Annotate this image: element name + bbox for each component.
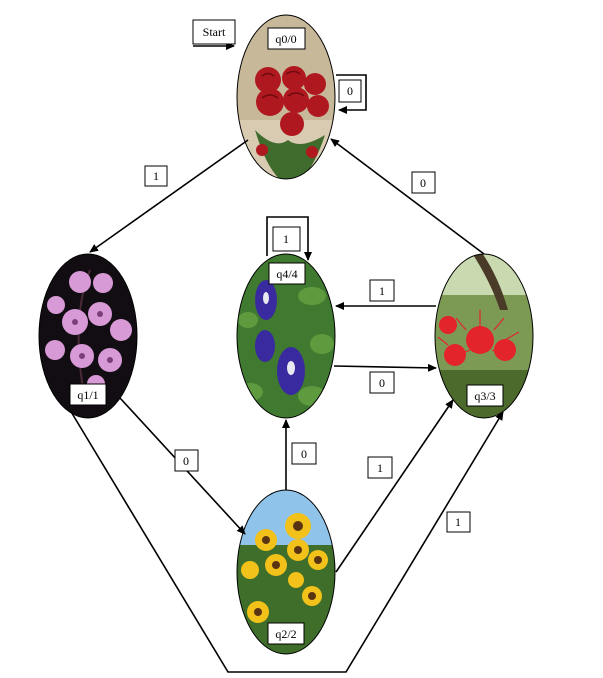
symbol-label: 1 — [283, 232, 289, 246]
q2-sunflower-center — [314, 556, 322, 564]
q0-rose — [256, 88, 284, 116]
state-label-q4: q4/4 — [268, 262, 306, 285]
q4-flower-center — [287, 361, 295, 375]
state-label: q2/2 — [275, 627, 296, 641]
q2-sunflower-center — [262, 536, 270, 544]
q1-orchid — [93, 273, 113, 293]
q1-orchid — [69, 271, 91, 293]
q3-lily — [466, 326, 494, 354]
q2-sunflower-center — [308, 592, 316, 600]
symbol-box-q2-q4: 0 — [291, 442, 317, 465]
q1-orchid-center — [79, 353, 85, 359]
state-label: q0/0 — [275, 32, 296, 46]
symbol-label: 0 — [347, 84, 353, 98]
q2-sunflower-center — [254, 608, 262, 616]
symbol-label: 1 — [455, 515, 461, 529]
q2-sunflower-center — [293, 521, 303, 531]
symbol-box-q3-q0: 0 — [411, 171, 436, 194]
symbol-box-q1-q3: 1 — [446, 511, 471, 533]
symbol-label: 0 — [420, 176, 426, 190]
symbol-label: 1 — [377, 461, 383, 475]
q3-tree-trunk — [470, 254, 508, 310]
q0-rose — [304, 73, 326, 95]
q0-rose — [280, 112, 304, 136]
q1-orchid — [45, 340, 65, 360]
q4-leaf — [310, 334, 334, 354]
edge-q4-q3 — [333, 363, 437, 372]
symbol-box-q2-q3: 1 — [367, 456, 393, 479]
state-label: q4/4 — [276, 267, 297, 281]
q3-lily — [494, 339, 516, 361]
q1-orchid-center — [72, 319, 78, 325]
q0-rose — [255, 67, 281, 93]
q4-leaf — [298, 386, 326, 406]
edge-q0-q0 — [336, 74, 367, 114]
q2-sunflower — [288, 572, 304, 588]
symbol-box-q4-q3: 0 — [369, 371, 395, 394]
edge-q2-q3 — [335, 399, 454, 573]
transitions — [69, 42, 504, 673]
q0-rose — [282, 66, 306, 90]
start-label-box: Start — [192, 19, 236, 45]
q1-orchid — [110, 319, 132, 341]
symbol-label: 0 — [379, 376, 385, 390]
q0-rose — [307, 95, 329, 117]
symbol-label: 1 — [153, 169, 159, 183]
q3-lily — [444, 344, 466, 366]
state-q1-border — [38, 253, 138, 419]
symbol-box-q1-q2: 0 — [174, 449, 199, 472]
edge-q1-q3 — [69, 409, 504, 673]
edge-q0-q1 — [89, 139, 249, 253]
q3-lily-stamens — [437, 310, 520, 357]
q1-orchid — [47, 296, 65, 314]
symbol-label: 0 — [301, 447, 307, 461]
state-label-q1: q1/1 — [69, 383, 107, 406]
edge-q3-q0 — [330, 138, 485, 255]
start-label: Start — [203, 25, 226, 39]
q2-sunflower — [241, 561, 259, 579]
q3-lily — [439, 316, 457, 334]
state-label-q0: q0/0 — [267, 27, 306, 50]
state-q4-border — [236, 253, 336, 419]
symbol-box-q3-q4: 1 — [369, 279, 395, 302]
symbol-box-q0-q0: 0 — [338, 79, 362, 103]
symbol-box-q0-q1: 1 — [144, 165, 168, 187]
q4-leaf — [238, 312, 258, 328]
state-q0-border — [236, 14, 336, 180]
state-label: q1/1 — [77, 388, 98, 402]
state-label-q3: q3/3 — [466, 384, 504, 407]
q1-orchid-center — [97, 311, 103, 317]
edge-q4-q4 — [266, 216, 312, 261]
q0-rose-shading — [261, 70, 305, 99]
q4-flower — [255, 330, 275, 362]
q0-rose — [256, 144, 268, 156]
q0-rose — [283, 87, 309, 113]
state-label-q2: q2/2 — [267, 622, 305, 645]
state-q2-node — [237, 490, 335, 654]
symbol-label: 0 — [183, 454, 189, 468]
q2-sunflower-center — [294, 546, 302, 554]
symbol-label: 1 — [379, 284, 385, 298]
q4-flower-center — [263, 292, 269, 304]
symbol-box-q4-q4: 1 — [272, 226, 301, 252]
q0-rose — [306, 146, 318, 158]
state-label: q3/3 — [474, 389, 495, 403]
q4-leaf — [298, 287, 326, 305]
q2-sunflower-center — [272, 561, 280, 569]
q1-orchid-center — [107, 357, 113, 363]
